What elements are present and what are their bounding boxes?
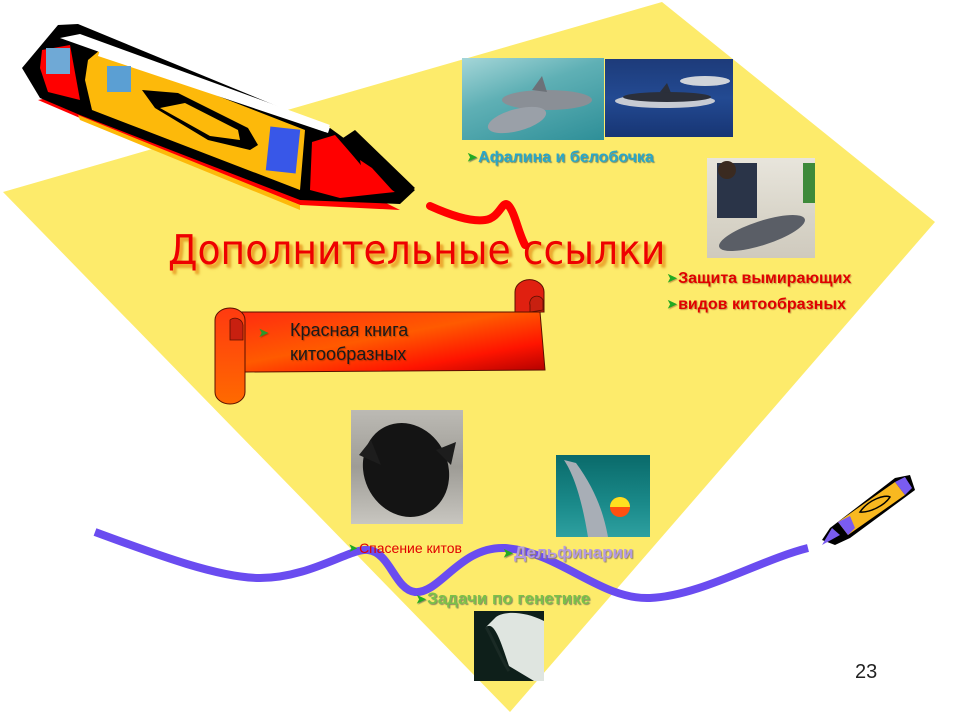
beluga-photo xyxy=(474,611,544,681)
bullet-arrow-icon: ➤ xyxy=(258,325,269,340)
link-red-book[interactable]: ➤ Красная книга китообразных xyxy=(258,318,408,366)
link-whale-rescue[interactable]: ➤Спасение китов xyxy=(348,540,462,556)
link-label: Афалина и белобочка xyxy=(478,149,654,166)
slide-title: Дополнительные ссылки xyxy=(168,226,666,274)
link-label: Спасение китов xyxy=(359,540,462,556)
link-label: Красная книга xyxy=(290,320,409,340)
bullet-arrow-icon: ➤ xyxy=(503,546,514,560)
bullet-arrow-icon: ➤ xyxy=(348,541,359,555)
common-dolphin-photo xyxy=(605,59,733,137)
page-number: 23 xyxy=(855,661,878,683)
dolphin-with-ball-photo xyxy=(556,455,650,537)
bullet-arrow-icon: ➤ xyxy=(467,150,478,164)
link-label: видов китообразных xyxy=(678,296,846,313)
bullet-arrow-icon: ➤ xyxy=(667,271,678,285)
link-protection-line1[interactable]: ➤Защита вымирающих xyxy=(667,270,851,288)
link-label: Защита вымирающих xyxy=(678,270,852,287)
link-genetics[interactable]: ➤Задачи по генетике xyxy=(416,589,590,609)
link-label: китообразных xyxy=(290,344,407,364)
link-label: Задачи по генетике xyxy=(427,589,591,608)
link-dolphinarium[interactable]: ➤Дельфинарии xyxy=(503,543,633,563)
bullet-arrow-icon: ➤ xyxy=(416,592,427,606)
dolphin-rescue-photo xyxy=(707,158,815,258)
link-afalina[interactable]: ➤Афалина и белобочка xyxy=(467,149,654,167)
bullet-arrow-icon: ➤ xyxy=(667,297,678,311)
link-label: Дельфинарии xyxy=(514,543,634,562)
bottlenose-dolphin-photo xyxy=(462,58,604,140)
stranded-whale-photo xyxy=(351,410,463,524)
link-protection-line2[interactable]: ➤видов китообразных xyxy=(667,296,846,314)
